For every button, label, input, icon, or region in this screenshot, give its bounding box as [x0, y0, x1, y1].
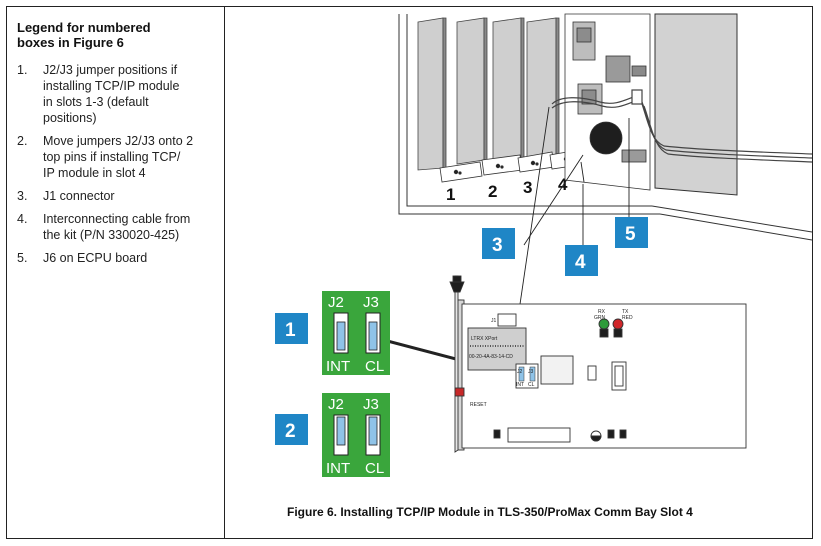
- callout-4-box: [565, 245, 598, 276]
- callout-4: 4: [575, 252, 586, 273]
- slot-labels: 1 2 3 4: [446, 175, 568, 204]
- jumper-1-j3-label: J3: [363, 294, 379, 311]
- board-j2-label: J2: [517, 369, 523, 375]
- callout-3-box: [482, 228, 515, 259]
- jumper-block-2: J2 J3 INT CL: [322, 393, 390, 477]
- callout-1-box: [275, 313, 308, 344]
- callout-2: 2: [285, 421, 296, 442]
- jumper-2-int-label: INT: [326, 460, 350, 477]
- jumper-2-cl-label: CL: [365, 460, 384, 477]
- column-divider: [224, 6, 225, 539]
- board-labels: J1 LTRX XPort 00-20-4A-83-14-CD J2 J3 IN…: [469, 309, 633, 408]
- legend-item-line: the kit (P/N 330020-425): [43, 228, 180, 242]
- callouts: 3 4 5 1 2: [275, 217, 648, 445]
- legend-item-number: 2.: [17, 134, 28, 148]
- jumper-2-j2-label: J2: [328, 396, 344, 413]
- legend-item-number: 4.: [17, 212, 28, 226]
- callout-5-box: [615, 217, 648, 248]
- legend-item-1: 1. J2/J3 jumper positions if installing …: [17, 62, 217, 126]
- legend-item-number: 5.: [17, 251, 28, 265]
- jumper-1-int-label: INT: [326, 358, 350, 375]
- callout-5: 5: [625, 224, 636, 245]
- jumper-1-cl-label: CL: [365, 358, 384, 375]
- legend-item-line: in slots 1-3 (default: [43, 95, 149, 109]
- legend-title-line-1: Legend for numbered: [17, 20, 151, 35]
- legend-list: 1. J2/J3 jumper positions if installing …: [17, 62, 217, 266]
- jumper-1-j2-label: J2: [328, 294, 344, 311]
- legend-item-line: top pins if installing TCP/: [43, 150, 181, 164]
- callout-1: 1: [285, 320, 296, 341]
- legend-item-2: 2. Move jumpers J2/J3 onto 2 top pins if…: [17, 133, 217, 181]
- board-int-label: INT: [516, 382, 524, 388]
- callout-3: 3: [492, 235, 503, 256]
- callout-2-box: [275, 414, 308, 445]
- legend-item-line: J1 connector: [43, 189, 115, 203]
- legend-panel: Legend for numbered boxes in Figure 6 1.…: [17, 20, 217, 273]
- legend-item-3: 3. J1 connector: [17, 188, 217, 204]
- legend-item-4: 4. Interconnecting cable from the kit (P…: [17, 211, 217, 243]
- legend-title: Legend for numbered boxes in Figure 6: [17, 20, 217, 50]
- slot-brackets: [439, 148, 587, 183]
- legend-item-line: Move jumpers J2/J3 onto 2: [43, 134, 194, 148]
- board-reset-label: RESET: [470, 402, 487, 408]
- board-red-label: RED: [622, 315, 633, 321]
- jumper-block-1: J2 J3 INT CL: [322, 291, 390, 375]
- figure-caption: Figure 6. Installing TCP/IP Module in TL…: [287, 505, 693, 519]
- board-rx-label: RX: [598, 309, 606, 315]
- legend-item-line: J2/J3 jumper positions if: [43, 63, 178, 77]
- board-j3-label: J3: [528, 369, 534, 375]
- legend-item-line: IP module in slot 4: [43, 166, 146, 180]
- legend-item-5: 5. J6 on ECPU board: [17, 250, 217, 266]
- slot-label-4: 4: [558, 175, 568, 194]
- legend-item-number: 3.: [17, 189, 28, 203]
- slot-label-3: 3: [523, 178, 532, 197]
- page-frame: [6, 6, 813, 539]
- legend-item-line: Interconnecting cable from: [43, 212, 191, 226]
- board-mac-label: 00-20-4A-83-14-CD: [469, 354, 513, 360]
- legend-title-line-2: boxes in Figure 6: [17, 35, 124, 50]
- installation-figure: 1 2 3 4 3 4 5: [275, 13, 812, 477]
- slot-label-2: 2: [488, 182, 497, 201]
- board-grn-label: GRN: [594, 315, 606, 321]
- slot-cards: [417, 17, 560, 171]
- interconnect-cables: [551, 89, 812, 163]
- legend-item-line: positions): [43, 111, 97, 125]
- legend-item-number: 1.: [17, 63, 28, 77]
- board-tx-label: TX: [622, 309, 629, 315]
- board-xport-label: LTRX XPort: [471, 336, 498, 342]
- legend-item-line: installing TCP/IP module: [43, 79, 180, 93]
- board-j1-label: J1: [491, 318, 497, 324]
- legend-item-line: J6 on ECPU board: [43, 251, 148, 265]
- tcpip-module-board: [449, 275, 747, 453]
- slot-label-1: 1: [446, 185, 455, 204]
- board-cl-label: CL: [528, 382, 535, 388]
- jumper-2-j3-label: J3: [363, 396, 379, 413]
